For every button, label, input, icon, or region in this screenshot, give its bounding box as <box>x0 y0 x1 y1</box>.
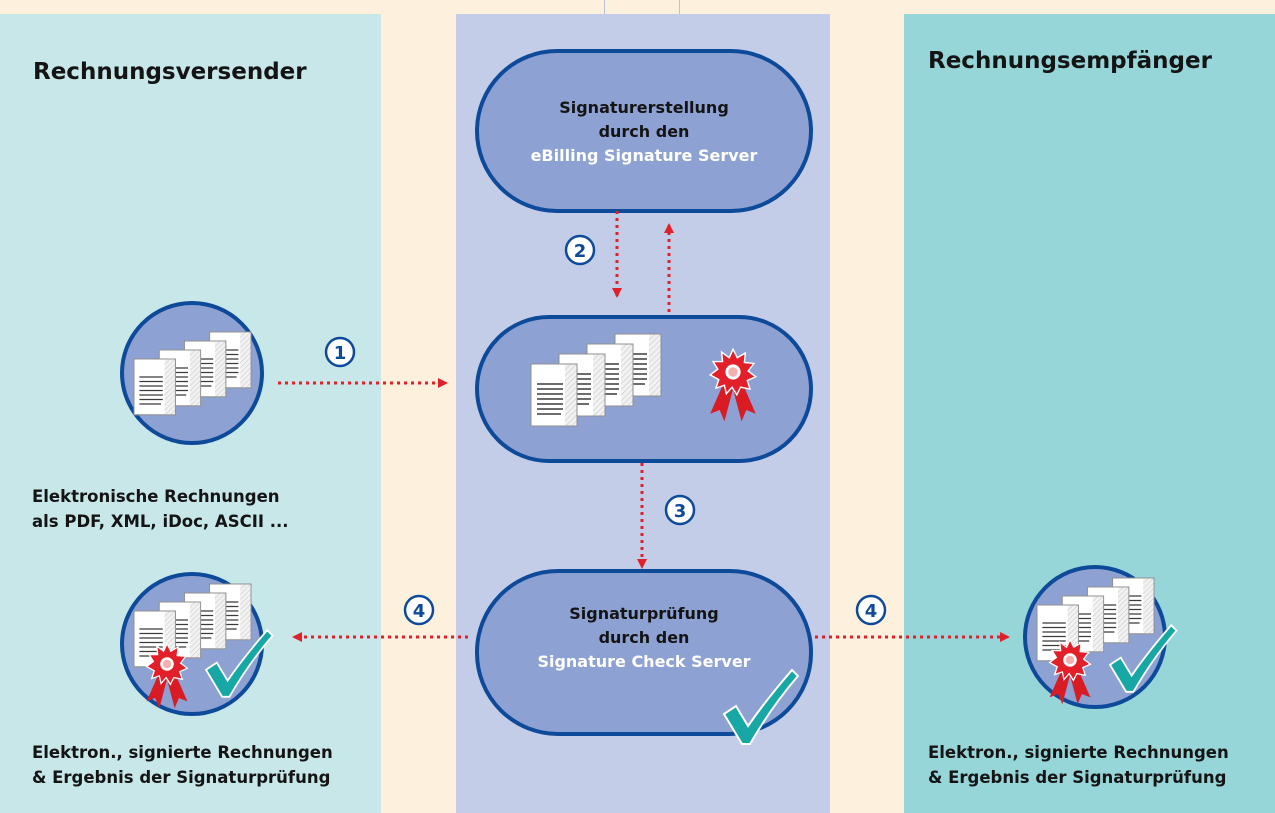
receiver-heading: Rechnungsempfänger <box>928 48 1212 74</box>
step-4-right-badge: 4 <box>855 594 887 626</box>
sender-heading: Rechnungsversender <box>33 59 307 85</box>
signature-creation-line2: durch den <box>598 122 690 141</box>
signed-right-caption: Elektron., signierte Rechnungen & Ergebn… <box>928 740 1229 790</box>
signed-left-caption: Elektron., signierte Rechnungen & Ergebn… <box>32 740 333 790</box>
signature-creation-node <box>475 49 813 213</box>
signature-creation-line3: eBilling Signature Server <box>530 146 758 165</box>
signature-creation-line1: Signaturerstellung <box>559 98 729 117</box>
signature-check-line3: Signature Check Server <box>537 652 751 671</box>
signature-check-line1: Signaturprüfung <box>569 604 719 623</box>
signed-left-caption-line2: & Ergebnis der Signaturprüfung <box>32 768 331 787</box>
svg-text:4: 4 <box>865 601 878 622</box>
step-3-badge: 3 <box>664 494 696 526</box>
step-1-badge: 1 <box>324 336 356 368</box>
svg-text:4: 4 <box>413 601 426 622</box>
svg-text:1: 1 <box>334 343 347 364</box>
svg-text:2: 2 <box>574 241 587 262</box>
step-4-left-badge: 4 <box>403 594 435 626</box>
signature-check-line2: durch den <box>598 628 690 647</box>
step-2-badge: 2 <box>564 234 596 266</box>
signature-check-node <box>475 569 813 736</box>
signed-left-caption-line1: Elektron., signierte Rechnungen <box>32 743 333 762</box>
svg-text:3: 3 <box>674 501 687 522</box>
signature-creation-label: Signaturerstellung durch den eBilling Si… <box>479 96 809 168</box>
signed-right-caption-line2: & Ergebnis der Signaturprüfung <box>928 768 1227 787</box>
top-connector-tab <box>604 0 680 14</box>
signature-check-label: Signaturprüfung durch den Signature Chec… <box>479 602 809 674</box>
signed-right-caption-line1: Elektron., signierte Rechnungen <box>928 743 1229 762</box>
invoices-caption-line1: Elektronische Rechnungen <box>32 487 280 506</box>
invoices-caption-line2: als PDF, XML, iDoc, ASCII ... <box>32 512 289 531</box>
invoices-caption: Elektronische Rechnungen als PDF, XML, i… <box>32 484 289 534</box>
